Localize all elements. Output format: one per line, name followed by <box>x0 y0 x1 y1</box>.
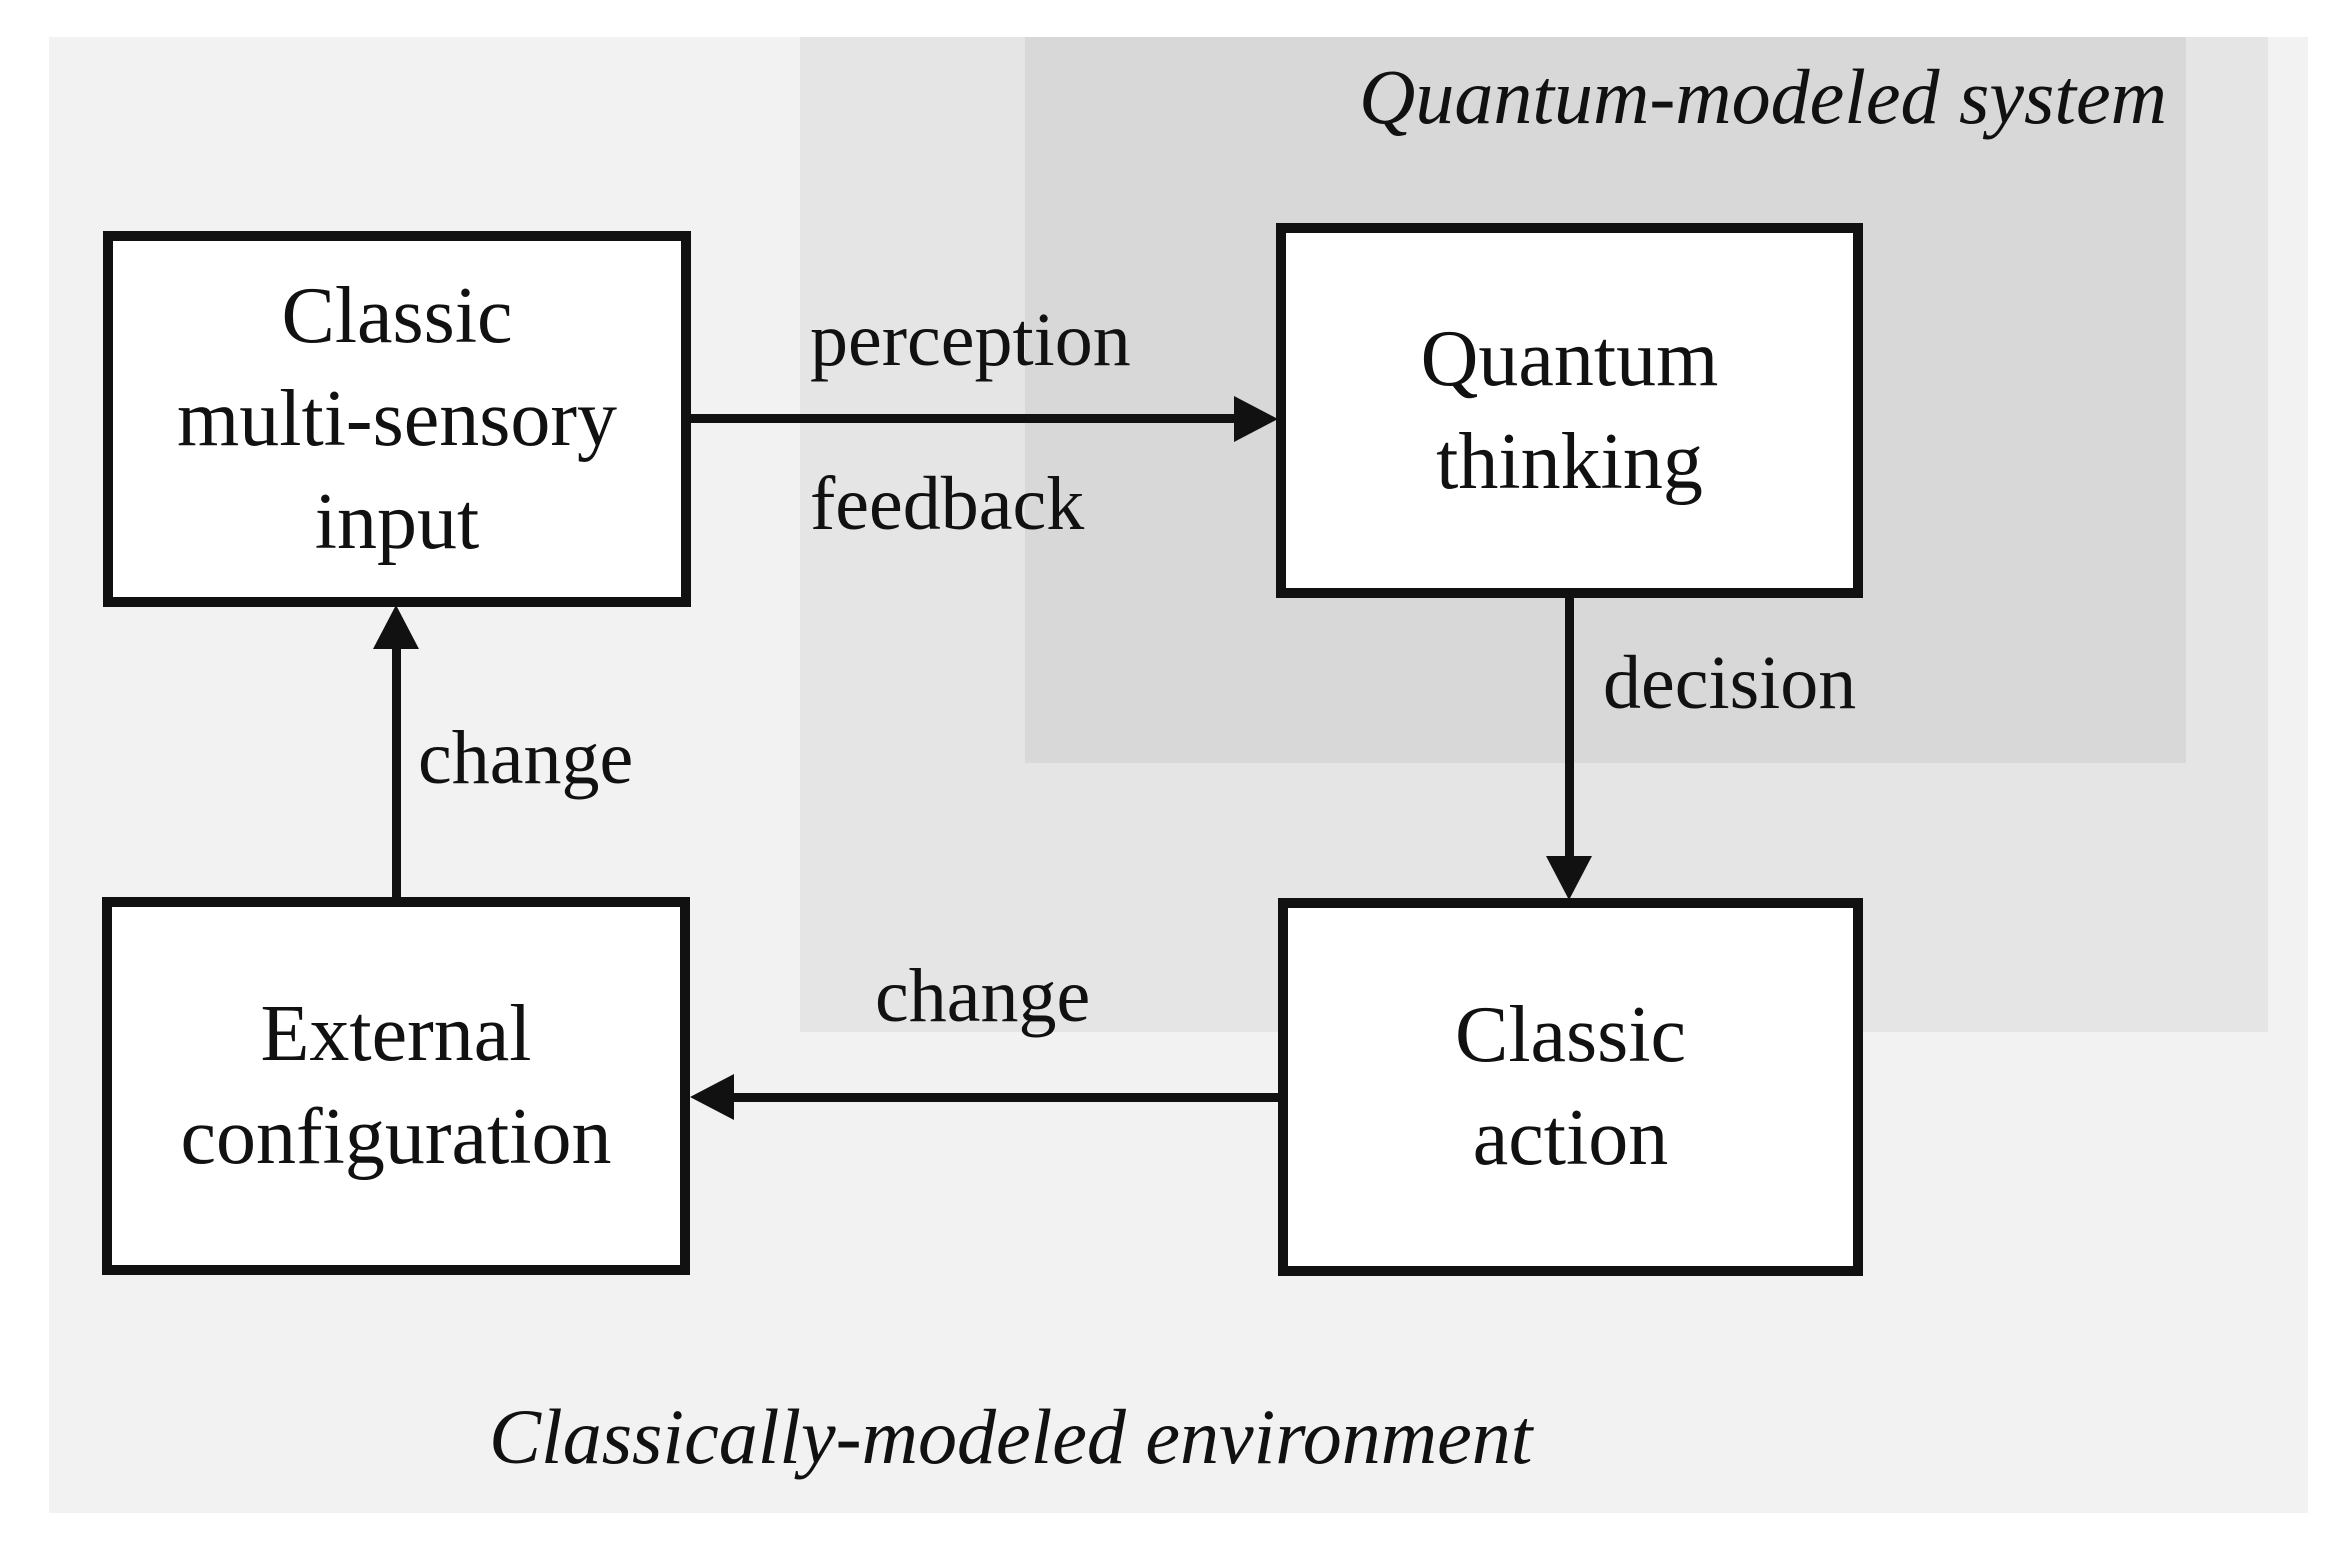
node-label-line: Quantum <box>1420 314 1719 403</box>
node-label-line: multi-sensory <box>177 374 617 463</box>
node-label-line: input <box>314 477 480 566</box>
change-label-horizontal: change <box>875 954 1091 1038</box>
perception-label: perception <box>810 298 1131 382</box>
arrowhead-right-icon <box>1234 396 1278 442</box>
node-label-line: Classic <box>1454 991 1687 1079</box>
arrowhead-up-icon <box>373 605 419 649</box>
node-classic-multi-sensory-input: Classic multi-sensory input <box>103 231 691 607</box>
node-label-line: configuration <box>180 1093 612 1181</box>
feedback-label: feedback <box>810 462 1085 546</box>
node-label-line: External <box>260 990 532 1078</box>
change-vertical-arrow-line <box>392 645 401 897</box>
decision-label: decision <box>1603 641 1857 725</box>
change-label-vertical: change <box>418 716 634 800</box>
node-label-line: action <box>1472 1094 1669 1182</box>
arrowhead-left-icon <box>690 1074 734 1120</box>
classical-environment-title: Classically-modeled environment <box>489 1393 1533 1480</box>
node-label-line: thinking <box>1436 417 1703 506</box>
decision-arrow-line <box>1565 598 1574 860</box>
node-external-configuration: External configuration <box>102 897 690 1275</box>
node-label-line: Classic <box>281 271 513 360</box>
node-classic-action: Classic action <box>1278 898 1863 1276</box>
perception-feedback-arrow-line <box>691 414 1238 423</box>
node-quantum-thinking: Quantum thinking <box>1276 223 1863 598</box>
arrowhead-down-icon <box>1546 856 1592 900</box>
change-horizontal-arrow-line <box>728 1093 1278 1102</box>
quantum-system-title: Quantum-modeled system <box>1359 53 2167 140</box>
